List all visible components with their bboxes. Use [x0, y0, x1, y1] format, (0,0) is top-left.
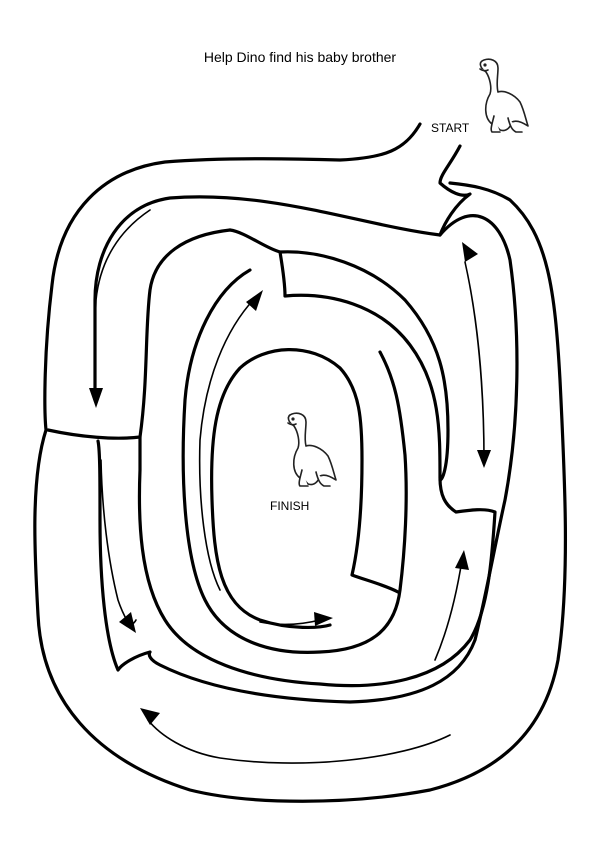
maze-wall-ring3: [137, 250, 497, 688]
maze-wall-ring2: [46, 144, 472, 440]
maze-wall-ring4: [228, 228, 450, 482]
maze-wall-ring2-outer: [96, 214, 519, 704]
dinosaur-icon: [479, 58, 529, 133]
puzzle-title: Help Dino find his baby brother: [203, 49, 397, 65]
dinosaur-icon: [287, 412, 337, 487]
finish-label: FINISH: [270, 499, 310, 513]
maze-outer-wall: [33, 122, 568, 803]
start-label: START: [431, 121, 470, 135]
maze-wall-ring4-inner: [181, 268, 408, 654]
